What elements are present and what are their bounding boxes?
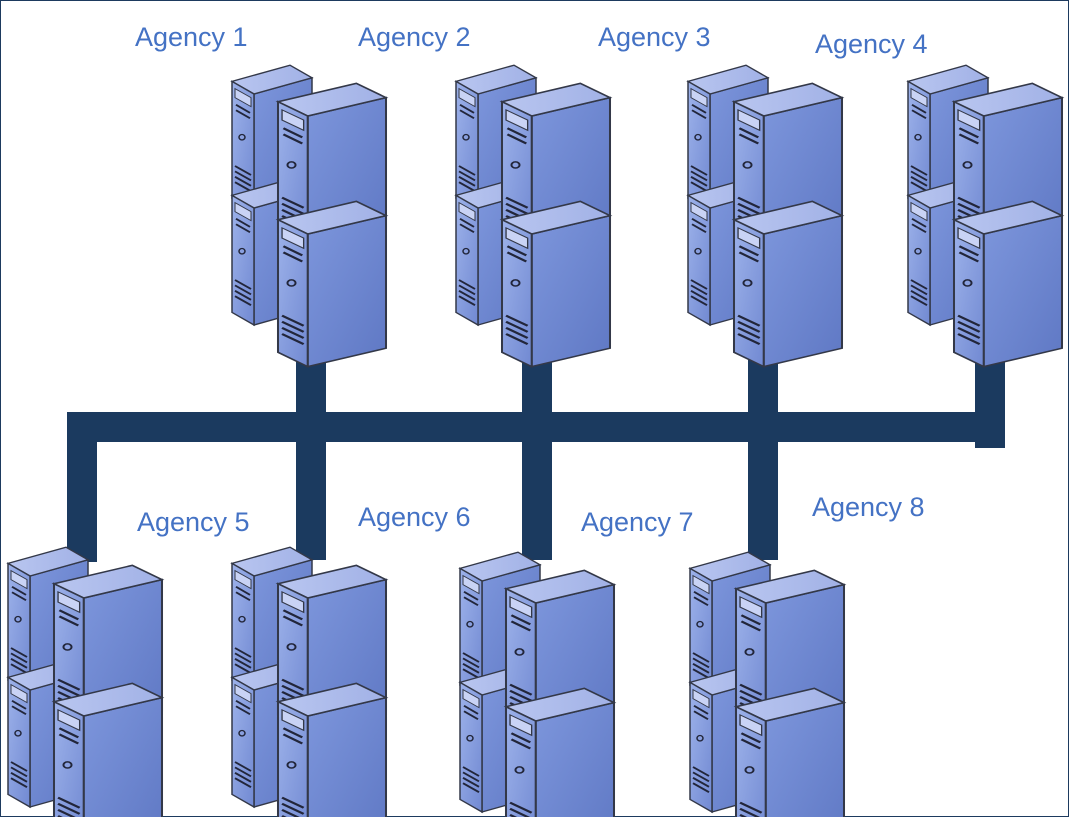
agency-1-node: Agency 1 — [135, 22, 386, 367]
server-cluster-icon — [232, 65, 386, 366]
agency-label: Agency 5 — [137, 507, 250, 537]
agency-5-node: Agency 5 — [8, 507, 250, 817]
bus-drop-agency-7 — [522, 440, 552, 560]
agency-label: Agency 7 — [581, 507, 694, 537]
agency-2-node: Agency 2 — [358, 22, 610, 367]
server-cluster-icon — [908, 65, 1062, 366]
agency-label: Agency 2 — [358, 22, 471, 52]
agency-8-node: Agency 8 — [690, 492, 925, 817]
bus-left-drop — [67, 412, 97, 562]
agency-label: Agency 3 — [598, 22, 711, 52]
server-cluster-icon — [688, 65, 842, 366]
bus-drop-agency-8 — [748, 440, 778, 560]
agency-label: Agency 4 — [815, 29, 928, 59]
agency-label: Agency 6 — [358, 502, 471, 532]
bus-drop-agency-6 — [296, 440, 326, 560]
agency-6-node: Agency 6 — [232, 502, 471, 817]
agency-7-node: Agency 7 — [460, 507, 694, 817]
server-cluster-icon — [460, 552, 614, 817]
agency-label: Agency 8 — [812, 492, 925, 522]
agency-label: Agency 1 — [135, 22, 248, 52]
agency-3-node: Agency 3 — [598, 22, 842, 367]
server-cluster-icon — [232, 547, 386, 817]
server-cluster-icon — [690, 552, 844, 817]
agency-4-node: Agency 4 — [815, 29, 1062, 367]
server-cluster-icon — [456, 65, 610, 366]
server-cluster-icon — [8, 547, 162, 817]
